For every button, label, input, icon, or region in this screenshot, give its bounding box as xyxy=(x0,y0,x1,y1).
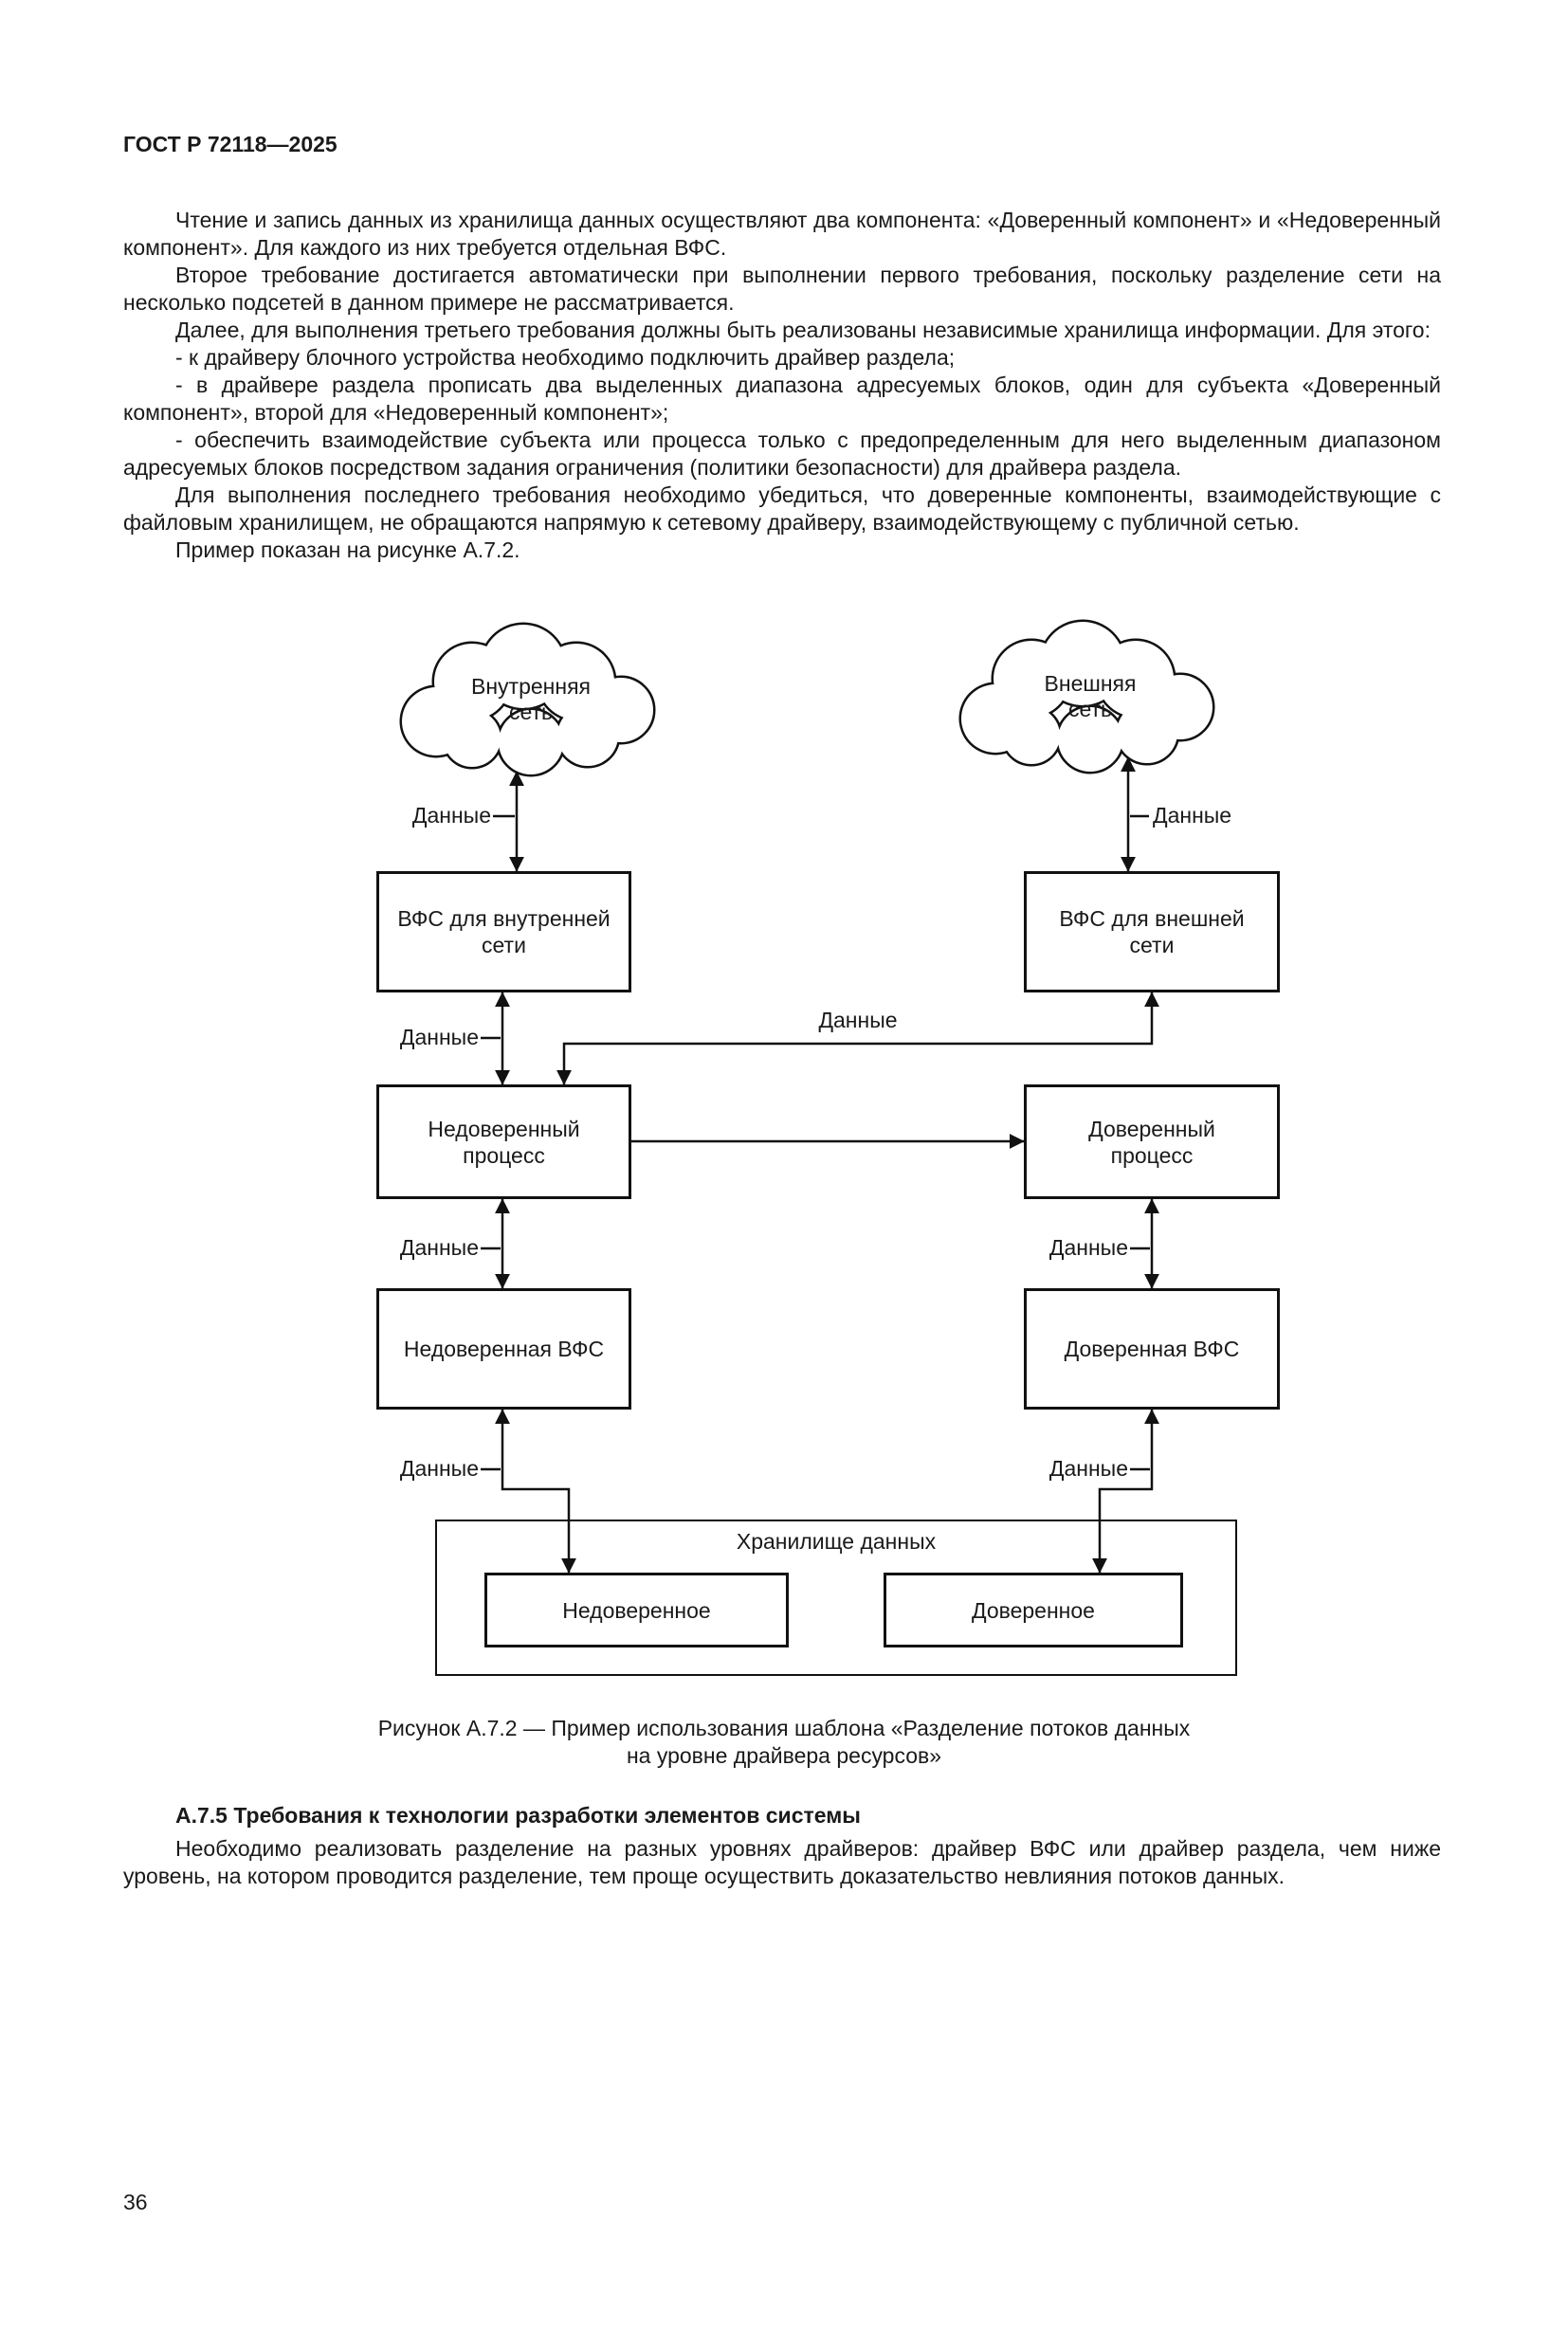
page-header: ГОСТ Р 72118—2025 xyxy=(123,132,337,156)
internal-network-cloud-shape xyxy=(399,622,656,777)
cloud-label-line: Внешняя xyxy=(1044,671,1137,696)
box-trusted-vfs: Доверенная ВФС xyxy=(1024,1288,1280,1410)
box-storage-untrusted: Недоверенное xyxy=(484,1573,789,1647)
paragraph: Для выполнения последнего требования нео… xyxy=(123,482,1441,535)
box-label-line: сети xyxy=(1129,933,1175,957)
box-untrusted-vfs: Недоверенная ВФС xyxy=(376,1288,631,1410)
paragraph: Пример показан на рисунке А.7.2. xyxy=(175,537,520,562)
section-body-text: Необходимо реализовать разделение на раз… xyxy=(123,1835,1441,1890)
cloud-label-line: сеть xyxy=(1067,697,1113,721)
body-text: Чтение и запись данных из хранилища данн… xyxy=(123,207,1441,564)
section-heading: А.7.5 Требования к технологии разработки… xyxy=(175,1803,861,1828)
box-untrusted-process: Недоверенный процесс xyxy=(376,1084,631,1199)
diagram-graphics xyxy=(399,619,1215,1574)
figure-caption-line: Рисунок А.7.2 — Пример использования шаб… xyxy=(377,1716,1191,1740)
box-label-line: Недоверенный xyxy=(428,1116,580,1141)
box-vfs-internal-network: ВФС для внутренней сети xyxy=(376,871,631,992)
box-label-line: процесс xyxy=(463,1142,545,1168)
data-flow-label: Данные xyxy=(1153,803,1232,828)
arrow-vfs-external-untrusted-process xyxy=(556,992,1160,1085)
box-label: Недоверенный процесс xyxy=(428,1116,579,1169)
box-label: Доверенный процесс xyxy=(1088,1116,1215,1169)
figure-caption-line: на уровне драйвера ресурсов» xyxy=(626,1743,942,1768)
external-network-cloud-label: Внешняя сеть xyxy=(1029,671,1152,722)
box-label: ВФС для внутренней сети xyxy=(397,905,610,958)
internal-network-cloud-label: Внутренняя сеть xyxy=(469,674,593,725)
connector-arrows xyxy=(481,756,1160,1574)
data-flow-label: Данные xyxy=(818,1008,898,1032)
box-storage-trusted: Доверенное xyxy=(884,1573,1183,1647)
box-data-storage-container xyxy=(435,1520,1237,1676)
list-item: - к драйверу блочного устройства необход… xyxy=(175,345,956,370)
arrow-untrusted-vfs-storage xyxy=(494,1409,577,1574)
list-item: - в драйвере раздела прописать два выдел… xyxy=(123,373,1441,425)
external-network-cloud-shape xyxy=(958,619,1215,774)
paragraph: Далее, для выполнения третьего требовани… xyxy=(175,318,1431,342)
data-flow-label: Данные xyxy=(399,1025,479,1049)
paragraph: Чтение и запись данных из хранилища данн… xyxy=(123,208,1441,260)
data-storage-title: Хранилище данных xyxy=(736,1529,937,1554)
data-flow-label: Данные xyxy=(1048,1235,1128,1260)
box-label-line: процесс xyxy=(1110,1142,1194,1168)
figure-a72-diagram: Внутренняя сеть Внешняя сеть Данные Данн… xyxy=(0,579,1568,1698)
cloud-label-line: Внутренняя xyxy=(471,674,591,699)
paragraph: Второе требование достигается автоматиче… xyxy=(123,263,1441,315)
data-flow-label: Данные xyxy=(399,1456,479,1481)
list-item: - обеспечить взаимодействие субъекта или… xyxy=(123,428,1441,480)
box-label-line: ВФС для внешней xyxy=(1059,906,1245,931)
box-label-line: сети xyxy=(482,933,526,957)
box-label-line: ВФС для внутренней xyxy=(397,906,611,931)
data-flow-label: Данные xyxy=(411,803,491,828)
paragraph: Необходимо реализовать разделение на раз… xyxy=(123,1836,1441,1888)
box-vfs-external-network: ВФС для внешней сети xyxy=(1024,871,1280,992)
document-page: { "page": { "header": "ГОСТ Р 72118—2025… xyxy=(0,131,1568,2348)
box-trusted-process: Доверенный процесс xyxy=(1024,1084,1280,1199)
box-label: ВФС для внешней сети xyxy=(1059,905,1244,958)
figure-caption: Рисунок А.7.2 — Пример использования шаб… xyxy=(0,1715,1568,1770)
arrow-trusted-vfs-storage xyxy=(1091,1409,1160,1574)
page-number: 36 xyxy=(123,2190,148,2214)
cloud-label-line: сеть xyxy=(508,700,554,724)
data-flow-label: Данные xyxy=(399,1235,479,1260)
box-label-line: Доверенный xyxy=(1088,1116,1215,1141)
data-flow-label: Данные xyxy=(1048,1456,1128,1481)
